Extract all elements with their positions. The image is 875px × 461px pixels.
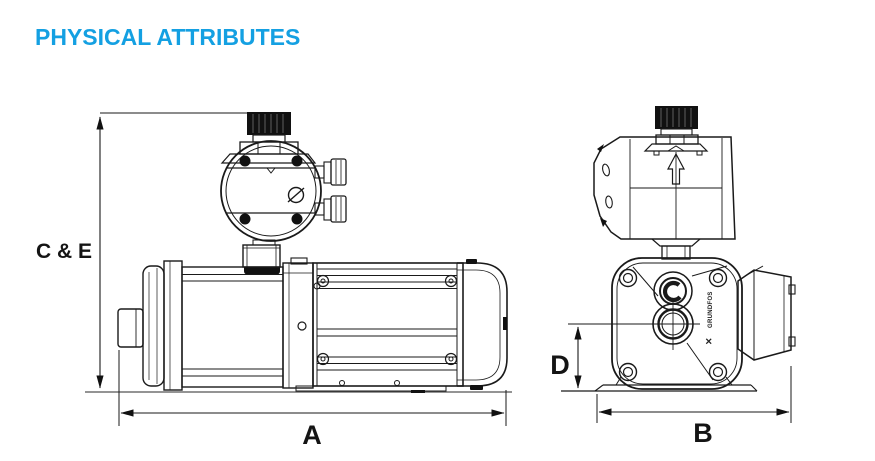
tie-rods-top	[182, 274, 283, 282]
pm-side-hole	[605, 195, 613, 209]
dimension-label-ce: C & E	[36, 240, 92, 263]
motor-fan-cover	[457, 262, 508, 387]
pm-body-inner-ring	[225, 145, 317, 237]
motor-fins-bottom	[317, 356, 457, 371]
dimension-length-a: A	[118, 350, 507, 450]
pm-pipe-collar-end	[661, 245, 691, 260]
dimension-height-d: D	[550, 326, 582, 389]
grundfos-vertical-text: GRUNDFOS	[708, 291, 714, 328]
motor-base-plate	[295, 385, 447, 392]
pm-flange-end	[643, 143, 709, 152]
pm-screw-dot	[239, 155, 251, 167]
pm-screw-dot	[239, 213, 251, 225]
dimension-label-a: A	[302, 420, 322, 450]
head-corner-screws	[618, 268, 728, 382]
pm-body-circle	[220, 140, 322, 242]
pm-flange-dark	[244, 267, 280, 275]
motor-fins-top	[317, 268, 457, 289]
terminal-box	[737, 265, 796, 361]
pm-screw-dot	[291, 213, 303, 225]
pm-screw-dot	[291, 155, 303, 167]
page-title: PHYSICAL ATTRIBUTES	[35, 24, 301, 50]
pm-body-end	[593, 136, 736, 240]
motor-fins-mid	[317, 328, 457, 337]
pm-cap-threads	[252, 114, 284, 133]
dimension-label-d: D	[550, 350, 570, 380]
pump-inlet-port	[117, 308, 144, 348]
pm-threaded-cap	[247, 112, 291, 135]
dimension-label-b: B	[693, 418, 713, 448]
pm-threaded-cap-end	[655, 106, 698, 129]
pump-motor-side	[117, 257, 508, 393]
flow-direction-arrow-icon	[667, 152, 685, 185]
pump-side-view: C & E	[36, 112, 512, 450]
pump-end-view: GRUNDFOS ✕	[550, 106, 796, 448]
dimension-height-ce: C & E	[36, 112, 258, 389]
mounting-base-plate	[561, 376, 758, 392]
coupling-plug	[297, 321, 307, 331]
pm-adjust-screw	[287, 186, 305, 204]
pump-head-end: GRUNDFOS ✕	[561, 257, 796, 392]
pm-cable-gland-top	[314, 158, 347, 186]
pump-flange-ring	[163, 260, 183, 391]
pressure-manager-side	[220, 112, 347, 275]
pm-cable-gland-bottom	[314, 195, 347, 223]
pm-mount-bracket	[220, 153, 317, 164]
motor-body	[312, 262, 464, 387]
pump-head-face	[611, 257, 743, 390]
grundfos-logo-mark-icon: ✕	[704, 337, 714, 345]
motor-corner-screws	[316, 274, 458, 366]
pressure-manager-end	[593, 106, 736, 260]
priming-plug-clip	[662, 280, 682, 303]
pump-end-cap	[142, 265, 165, 387]
pm-side-hole	[602, 163, 610, 177]
dimension-width-b: B	[596, 366, 792, 448]
tie-rods-bottom	[182, 368, 283, 377]
